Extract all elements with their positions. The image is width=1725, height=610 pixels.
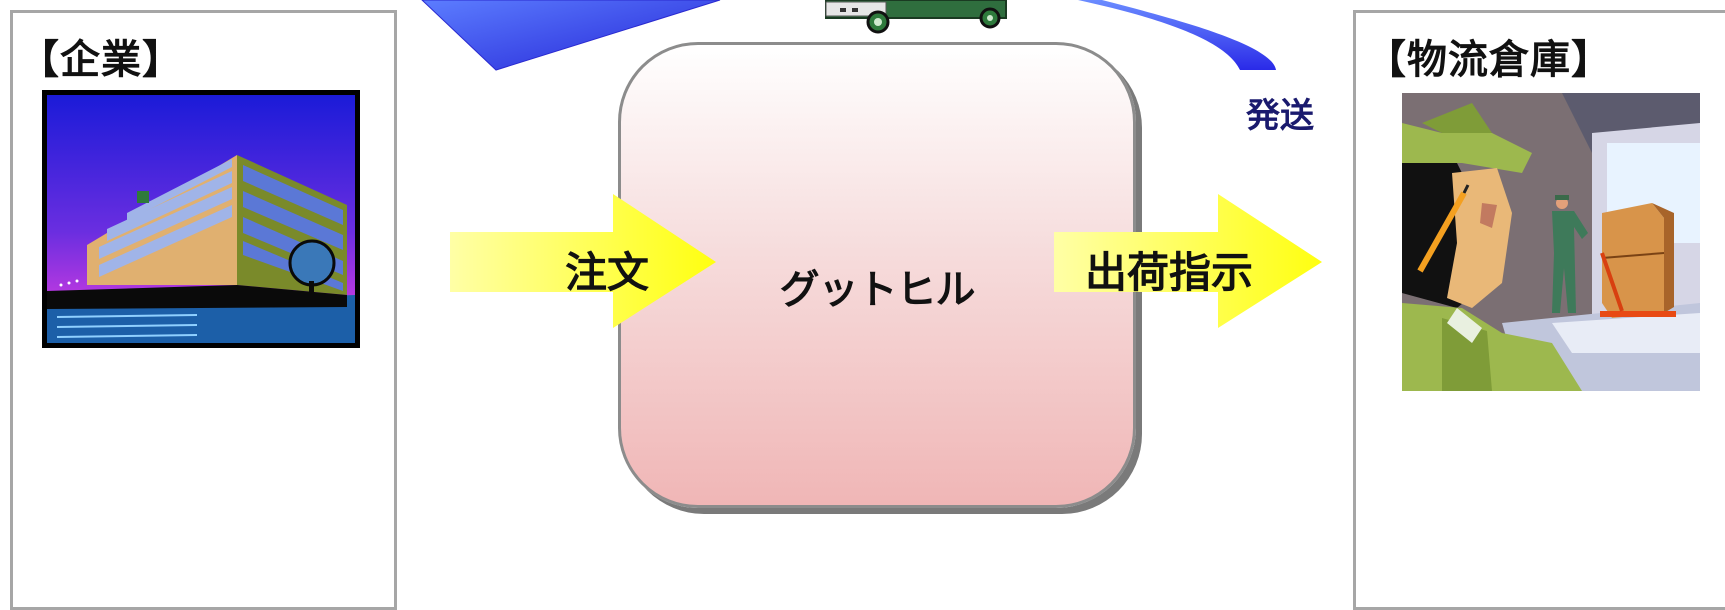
warehouse-worker-icon	[1402, 93, 1700, 391]
truck-icon	[825, 0, 1007, 34]
office-building-icon	[42, 90, 360, 348]
order-label: 注文	[565, 248, 650, 297]
shipping-instruction-label: 出荷指示	[1085, 248, 1254, 297]
company-title: 【企業】	[19, 37, 183, 83]
warehouse-title: 【物流倉庫】	[1366, 37, 1612, 83]
ship-label: 発送	[1246, 96, 1314, 136]
shipping-instruction-arrow	[1054, 194, 1322, 328]
goodhill-label: グットヒル	[779, 267, 976, 313]
ship-arrow	[421, 0, 1276, 71]
order-arrow	[450, 194, 716, 328]
ship-arrow-head	[421, 0, 721, 71]
ship-arrow-tail	[1078, 0, 1276, 70]
goodhill-box: グットヒル	[618, 42, 1136, 508]
yellow-arrows	[450, 194, 1322, 328]
